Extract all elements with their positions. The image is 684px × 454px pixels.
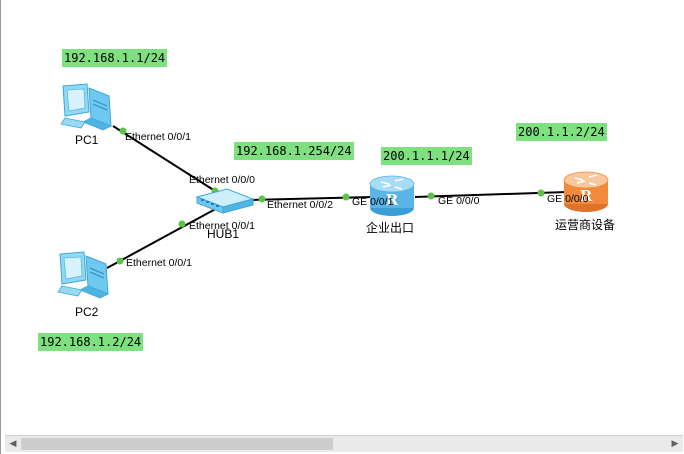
- port-label-hub-eth2: Ethernet 0/0/2: [267, 199, 333, 211]
- router-icon[interactable]: R: [369, 175, 415, 216]
- port-dot-router-ge0: [427, 192, 435, 200]
- svg-text:R: R: [386, 191, 399, 209]
- port-dot-hub-eth1: [178, 220, 186, 228]
- port-dot-pc2: [116, 257, 124, 265]
- scrollbar-thumb[interactable]: [21, 438, 333, 450]
- pc1-icon[interactable]: [60, 83, 112, 131]
- scroll-left-arrow-icon[interactable]: ◀: [9, 439, 17, 449]
- ip-label-isp: 200.1.1.2/24: [516, 123, 607, 141]
- device-label-hub: HUB1: [207, 227, 240, 241]
- port-dot-isp-ge0: [537, 189, 545, 197]
- port-label-pc2-eth: Ethernet 0/0/1: [126, 257, 192, 269]
- hub-icon[interactable]: [195, 188, 255, 214]
- port-label-pc1-eth: Ethernet 0/0/1: [125, 131, 191, 143]
- device-label-pc2: PC2: [75, 305, 99, 319]
- device-label-pc1: PC1: [75, 133, 99, 147]
- horizontal-scrollbar[interactable]: ◀ ▶: [5, 435, 683, 452]
- ip-label-gateway: 192.168.1.254/24: [234, 142, 354, 160]
- port-label-router-ge1: GE 0/0/1: [352, 196, 394, 208]
- device-label-isp: 运营商设备: [555, 218, 616, 232]
- port-label-hub-eth0: Ethernet 0/0/0: [189, 174, 255, 186]
- port-dot-router-ge1: [342, 193, 350, 201]
- scroll-right-arrow-icon[interactable]: ▶: [671, 439, 679, 449]
- isp-router-icon[interactable]: R: [563, 171, 609, 212]
- svg-text:R: R: [580, 187, 593, 205]
- ip-label-pc2: 192.168.1.2/24: [38, 333, 144, 351]
- ip-label-pc1: 192.168.1.1/24: [62, 49, 168, 67]
- port-dot-hub-eth2: [258, 195, 266, 203]
- port-label-isp-ge0: GE 0/0/0: [547, 193, 589, 205]
- port-label-hub-eth1: Ethernet 0/0/1: [189, 220, 255, 232]
- pc2-icon[interactable]: [57, 251, 109, 299]
- device-label-router: 企业出口: [366, 221, 415, 235]
- port-dot-pc1: [119, 127, 127, 135]
- link-hub-router[interactable]: [250, 196, 374, 201]
- ip-label-router-wan: 200.1.1.1/24: [381, 147, 472, 165]
- port-label-router-ge0: GE 0/0/0: [438, 195, 480, 207]
- link-pc2-hub[interactable]: [106, 205, 222, 269]
- link-pc1-hub[interactable]: [112, 125, 224, 197]
